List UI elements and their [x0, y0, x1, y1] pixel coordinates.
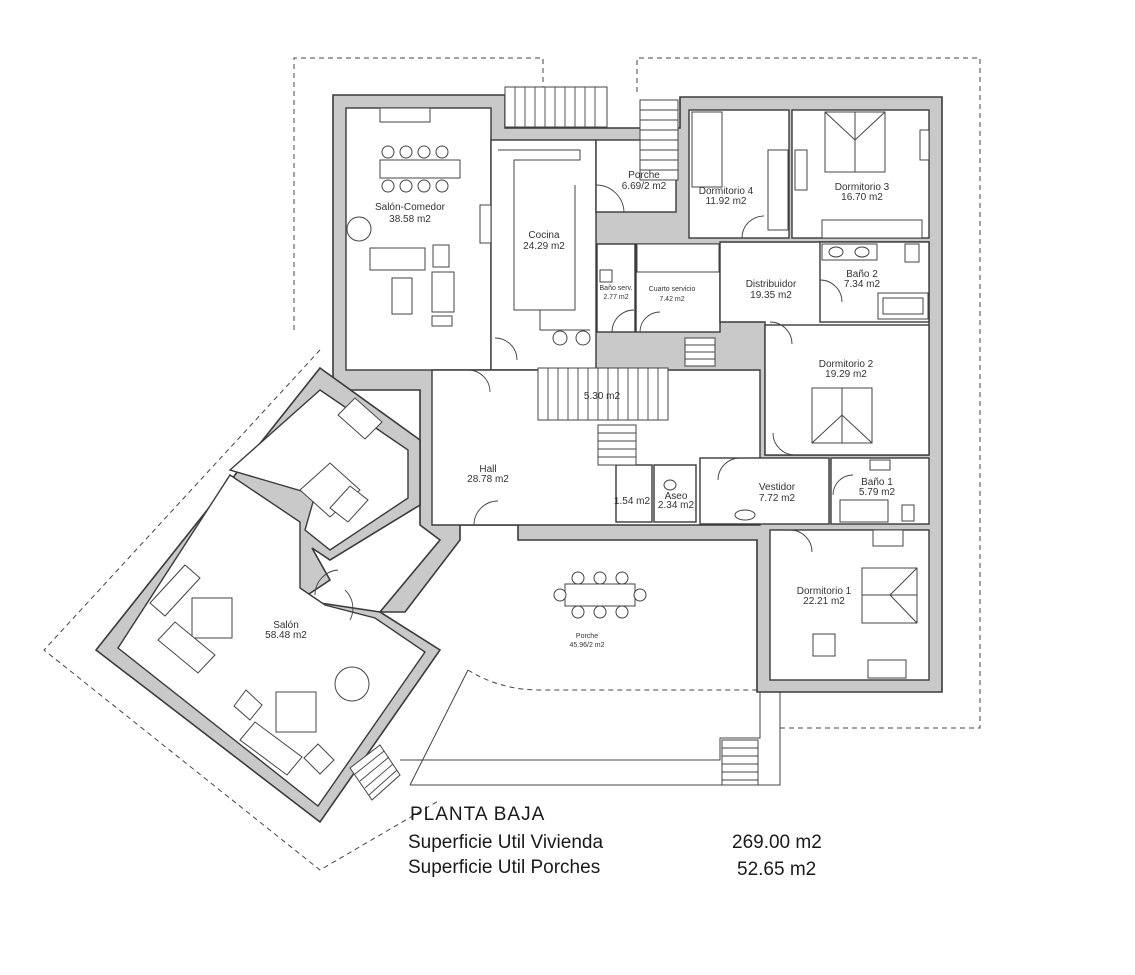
room-area: 45.96/2 m2: [569, 642, 604, 649]
bedroom-fittings: [691, 111, 930, 679]
plan-title: PLANTA BAJA: [410, 804, 545, 825]
room-label-distribuidor: Distribuidor 19.35 m2: [746, 279, 797, 301]
room-label-porche-top: Porche 6.69/2 m2: [622, 170, 667, 192]
room-label-aseo: Aseo 2.34 m2: [658, 491, 695, 511]
room-name: Salón: [273, 620, 299, 631]
room-label-salon: Salón 58.48 m2: [265, 620, 307, 641]
room-name: Dormitorio 3: [835, 182, 890, 193]
doors: [314, 184, 854, 621]
room-name: Salón-Comedor: [375, 202, 446, 213]
room-area: 1.54 m2: [614, 496, 651, 507]
summary-label-vivienda: Superficie Util Vivienda: [408, 832, 603, 853]
porch-dining-table: [553, 571, 647, 619]
room-area: 22.21 m2: [803, 596, 845, 607]
porch-outline: [400, 669, 781, 786]
room-area: 7.34 m2: [844, 279, 881, 290]
room-label-dormitorio1: Dormitorio 1 22.21 m2: [797, 586, 852, 607]
room-label-cocina: Cocina 24.29 m2: [523, 230, 565, 252]
summary-label-porches: Superficie Util Porches: [408, 857, 600, 878]
surface-summary: Superficie Util Vivienda 269.00 m2 Super…: [408, 832, 822, 880]
room-label-dormitorio3: Dormitorio 3 16.70 m2: [835, 182, 890, 203]
room-area: 5.30 m2: [584, 391, 621, 402]
room-name: Aseo: [665, 491, 688, 502]
room-label-hall: Hall 28.78 m2: [467, 464, 509, 485]
room-label-bano-servicio: Baño serv. 2.77 m2: [600, 285, 633, 301]
bathroom-fittings: [663, 243, 929, 523]
room-name: Baño 2: [846, 269, 878, 280]
room-label-bano1: Baño 1 5.79 m2: [859, 477, 896, 498]
salon-wing: [94, 366, 442, 824]
room-label-cuarto-servicio: Cuarto servicio 7.42 m2: [649, 286, 696, 303]
room-area: 2.77 m2: [603, 294, 628, 301]
stair-bottom: [349, 739, 759, 801]
stair-top: [504, 86, 679, 181]
room-name: Distribuidor: [746, 279, 797, 290]
kitchen-fittings: [498, 149, 720, 346]
room-area: 11.92 m2: [706, 196, 747, 207]
plot-boundary: [43, 57, 981, 871]
dining-table-salon: [379, 107, 461, 193]
room-name: Cocina: [528, 230, 560, 241]
room-name: Hall: [479, 464, 496, 475]
room-label-dormitorio4: Dormitorio 4 11.92 m2: [699, 186, 754, 207]
room-label-porche-main: Porche 45.96/2 m2: [569, 633, 604, 649]
room-name: Porche: [628, 170, 660, 181]
room-label-dormitorio2: Dormitorio 2 19.29 m2: [819, 359, 874, 380]
room-name: Vestidor: [759, 482, 796, 493]
room-area: 28.78 m2: [467, 474, 509, 485]
room-label-salon-comedor: Salón-Comedor 38.58 m2: [375, 202, 446, 225]
room-area: 24.29 m2: [523, 241, 565, 252]
living-set-salon-comedor: [346, 204, 492, 327]
room-area: 19.35 m2: [750, 290, 792, 301]
room-area: 38.58 m2: [389, 214, 431, 225]
room-label-bano2: Baño 2 7.34 m2: [844, 269, 881, 290]
room-area: 58.48 m2: [265, 630, 307, 641]
room-area: 7.72 m2: [759, 493, 796, 504]
summary-value-vivienda: 269.00 m2: [732, 832, 822, 853]
stair-main: [537, 337, 716, 466]
room-area: 6.69/2 m2: [622, 181, 667, 192]
room-name: Dormitorio 4: [699, 186, 754, 197]
room-label-stair: 5.30 m2: [584, 391, 621, 402]
salon-furniture: [149, 397, 383, 776]
room-name: Baño serv.: [600, 285, 633, 292]
summary-value-porches: 52.65 m2: [737, 859, 816, 880]
room-name: Baño 1: [861, 477, 893, 488]
room-name: Cuarto servicio: [649, 286, 696, 293]
room-area: 2.34 m2: [658, 500, 695, 511]
room-label-vestidor: Vestidor 7.72 m2: [759, 482, 796, 504]
room-name: Dormitorio 2: [819, 359, 874, 370]
room-area: 19.29 m2: [825, 369, 867, 380]
room-area: 16.70 m2: [841, 192, 883, 203]
room-label-closet: 1.54 m2: [614, 496, 651, 507]
room-name: Porche: [576, 633, 598, 640]
room-name: Dormitorio 1: [797, 586, 852, 597]
room-area: 7.42 m2: [659, 296, 684, 303]
room-area: 5.79 m2: [859, 487, 896, 498]
